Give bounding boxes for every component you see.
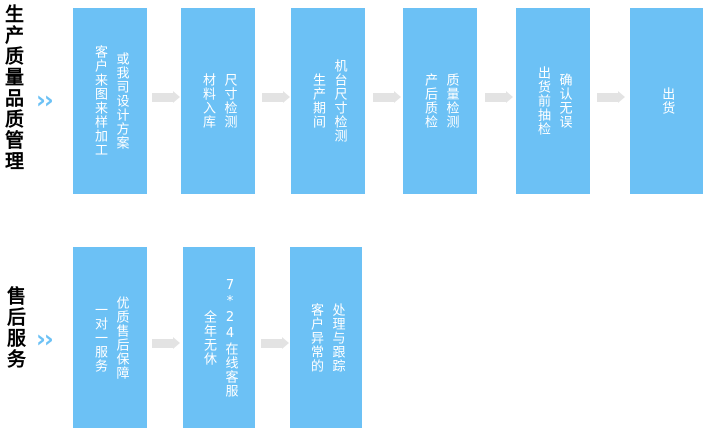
process-box-primary-text: 优质售后保障 xyxy=(113,295,129,380)
chevron-right-icon-row1: ›› xyxy=(36,86,54,114)
process-box-row2-1[interactable]: 优质售后保障 一对一服务 xyxy=(73,247,147,428)
process-box-row2-3[interactable]: 处理与跟踪 客户异常的 xyxy=(290,247,362,428)
process-box-secondary-text: 材料入库 xyxy=(200,73,215,129)
connector-arrow-row1-1 xyxy=(152,91,180,103)
process-box-secondary-text: 全年无休 xyxy=(201,309,216,366)
process-box-primary-text: 尺寸检测 xyxy=(221,73,237,129)
process-box-primary-text: 出货 xyxy=(659,87,675,115)
process-box-secondary-text: 客户来图来样加工 xyxy=(92,45,107,157)
chevron-right-icon-row2: ›› xyxy=(36,325,54,353)
process-box-primary-text: 质量检测 xyxy=(443,73,459,129)
process-box-primary-text: 机台尺寸检测 xyxy=(331,59,347,143)
process-box-primary-text: 处理与跟踪 xyxy=(329,302,345,373)
process-box-row1-4[interactable]: 质量检测 产后质检 xyxy=(403,8,477,194)
process-box-secondary-text: 出货前抽检 xyxy=(535,66,550,136)
connector-arrow-row1-5 xyxy=(597,91,625,103)
process-box-row1-3[interactable]: 机台尺寸检测 生产期间 xyxy=(291,8,365,194)
row-label-production: 生产质量品质管理 xyxy=(1,4,24,172)
row-label-after-sales: 售后服务 xyxy=(3,286,26,370)
connector-arrow-row2-1 xyxy=(152,337,180,349)
process-box-primary-text: 7*24在线客服 xyxy=(222,277,238,398)
connector-arrow-row2-2 xyxy=(261,337,289,349)
process-box-secondary-text: 生产期间 xyxy=(310,73,325,129)
process-box-row1-1[interactable]: 或我司设计方案 客户来图来样加工 xyxy=(73,8,147,194)
process-box-row1-5[interactable]: 确认无误 出货前抽检 xyxy=(516,8,590,194)
process-box-primary-text: 确认无误 xyxy=(556,73,572,129)
process-box-row1-6[interactable]: 出货 xyxy=(630,8,703,194)
connector-arrow-row1-3 xyxy=(373,91,401,103)
process-box-secondary-text: 产后质检 xyxy=(422,73,437,129)
process-box-primary-text: 或我司设计方案 xyxy=(113,52,129,150)
process-box-row1-2[interactable]: 尺寸检测 材料入库 xyxy=(181,8,255,194)
process-box-secondary-text: 客户异常的 xyxy=(308,302,323,373)
process-box-row2-2[interactable]: 7*24在线客服 全年无休 xyxy=(183,247,255,428)
connector-arrow-row1-4 xyxy=(485,91,513,103)
connector-arrow-row1-2 xyxy=(262,91,290,103)
process-box-secondary-text: 一对一服务 xyxy=(92,302,107,373)
